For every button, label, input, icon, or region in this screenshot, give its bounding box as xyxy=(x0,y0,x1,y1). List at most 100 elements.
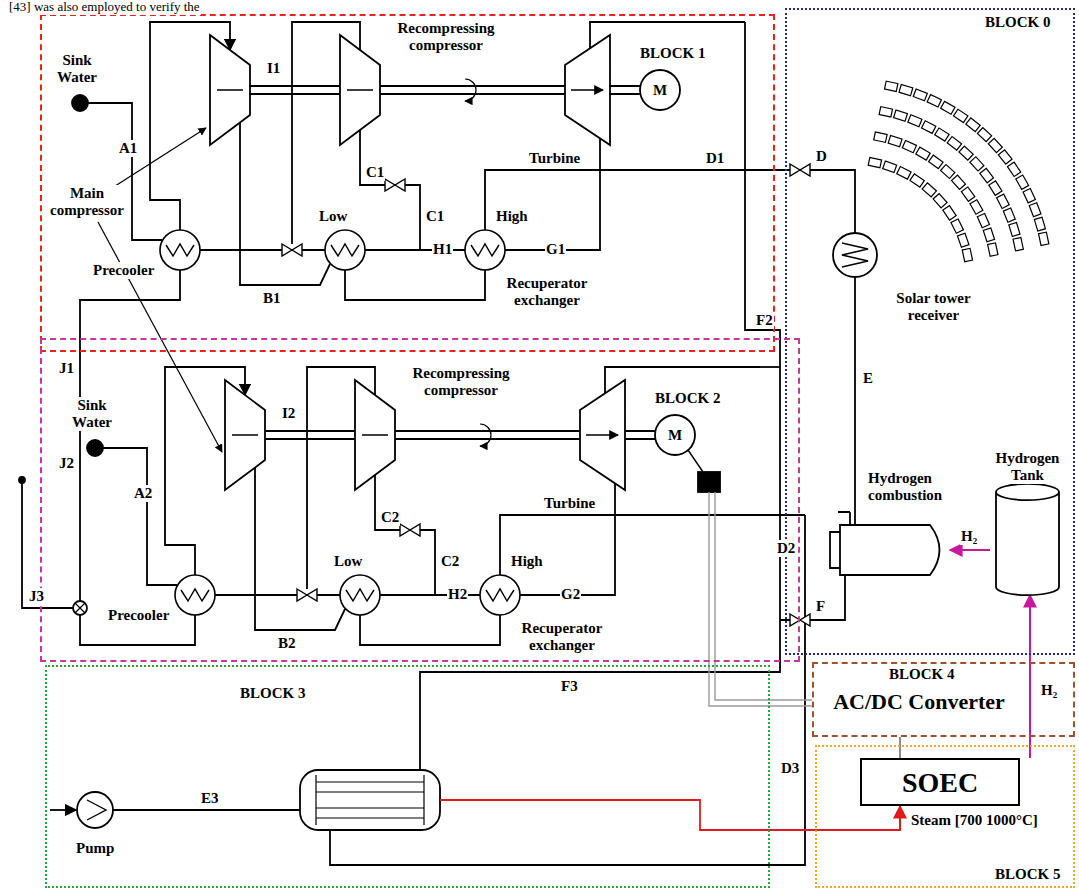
heliostat xyxy=(935,128,949,141)
flow-connector xyxy=(770,806,900,830)
heliostat xyxy=(951,219,964,233)
tube-bundle xyxy=(316,775,424,825)
heliostat xyxy=(879,107,892,117)
wire xyxy=(688,450,703,472)
heliostat xyxy=(998,150,1012,164)
heliostat xyxy=(952,175,966,189)
heliostat xyxy=(957,233,969,247)
heliostat xyxy=(977,213,989,227)
component-label: A2 xyxy=(133,485,153,502)
connector-label: Steam [700 1000°C] xyxy=(910,812,1039,829)
component-label: Turbine xyxy=(528,150,581,167)
heliostat xyxy=(970,157,984,171)
component-label: Recompressing compressor xyxy=(385,20,507,54)
block-region: BLOCK 0 Hydrogen Tank Hydrogen combustion xyxy=(785,8,1075,655)
pipe xyxy=(50,809,76,811)
component-label: C2 xyxy=(380,509,400,526)
combustor-outline xyxy=(830,512,940,575)
block-region: BLOCK 2 xyxy=(40,338,800,662)
heliostat xyxy=(884,81,897,91)
heliostat xyxy=(933,194,947,208)
block-heading: BLOCK 3 xyxy=(240,685,305,702)
heliostat xyxy=(959,146,973,160)
heliostat xyxy=(908,115,922,127)
component-label: B1 xyxy=(262,290,282,307)
component-label: Recuperator exchanger xyxy=(515,620,609,654)
heliostat xyxy=(922,183,936,197)
block-heading: Hydrogen combustion xyxy=(868,470,950,504)
power-cycle-1 xyxy=(72,22,790,300)
heliostat xyxy=(989,181,1002,195)
component-label: Low xyxy=(333,553,363,570)
pipe xyxy=(854,277,856,525)
component-label: M xyxy=(667,427,683,444)
combustor-outline xyxy=(830,470,950,582)
valve-symbol xyxy=(75,603,85,613)
heliostat xyxy=(868,157,881,167)
pipe xyxy=(420,22,780,770)
component-label: E3 xyxy=(200,790,220,807)
component-label: C2 xyxy=(440,553,460,570)
heliostat xyxy=(988,243,998,256)
component-label: B2 xyxy=(277,635,297,652)
pipe xyxy=(810,170,855,233)
heliostat xyxy=(922,121,936,134)
heliostat xyxy=(913,89,927,101)
leader-arrow xyxy=(98,222,222,452)
component-label: Pump xyxy=(75,840,115,857)
component-label: D xyxy=(815,148,828,165)
component-label: D3 xyxy=(780,760,800,777)
combustor: Hydrogen combustion xyxy=(830,470,950,582)
heliostat xyxy=(927,95,941,107)
heliostat xyxy=(894,110,908,121)
heliostat xyxy=(883,161,897,173)
component-label: F2 xyxy=(755,312,774,329)
component-label: C1 xyxy=(365,164,385,181)
heliostat xyxy=(997,194,1010,208)
heliostat xyxy=(966,118,980,132)
heliostat xyxy=(961,187,975,201)
inverter-box xyxy=(698,472,720,492)
block-region: BLOCK 3 xyxy=(45,665,770,888)
heliostat xyxy=(1007,162,1020,176)
pipe xyxy=(760,366,780,368)
component-label: High xyxy=(510,553,544,570)
heliostat xyxy=(953,109,967,122)
block-region: BLOCK 5SOEC xyxy=(815,745,1075,888)
component-label: G1 xyxy=(545,241,566,258)
heliostat xyxy=(988,138,1002,152)
component-label: E xyxy=(862,370,874,387)
component-label: Turbine xyxy=(543,495,596,512)
wire xyxy=(709,492,812,706)
block-heading: BLOCK 0 xyxy=(985,14,1050,31)
receiver-symbol xyxy=(833,233,877,277)
component-label: I2 xyxy=(281,405,296,422)
component-label: I1 xyxy=(266,60,281,77)
component-label: H1 xyxy=(432,241,453,258)
component-label: Solar tower receiver xyxy=(885,290,982,324)
receiver-symbol xyxy=(842,243,868,267)
connector-label: H₂ xyxy=(960,528,978,545)
component-label: Low xyxy=(318,208,348,225)
heliostat xyxy=(1013,237,1023,250)
heliostat xyxy=(888,135,902,146)
heliostat xyxy=(1009,223,1020,237)
component-label: D2 xyxy=(776,540,796,557)
hydrogen-tank: Hydrogen Tank xyxy=(990,450,1065,595)
component-label: H2 xyxy=(447,586,468,603)
valve-symbol xyxy=(790,164,810,176)
flow-connector xyxy=(1029,595,1031,758)
heliostat xyxy=(1039,232,1049,245)
heliostat xyxy=(941,101,955,114)
valve-symbol xyxy=(74,400,86,420)
connector-label: H₂ xyxy=(1040,682,1058,699)
valve-symbol xyxy=(73,601,87,615)
pipe xyxy=(22,480,73,608)
component-label: Precooler xyxy=(92,262,155,279)
heliostat xyxy=(1023,189,1035,203)
component-label: Recompressing compressor xyxy=(400,365,522,399)
pipe xyxy=(80,615,135,645)
component-label: D1 xyxy=(705,150,725,167)
component-label: J2 xyxy=(58,455,75,472)
